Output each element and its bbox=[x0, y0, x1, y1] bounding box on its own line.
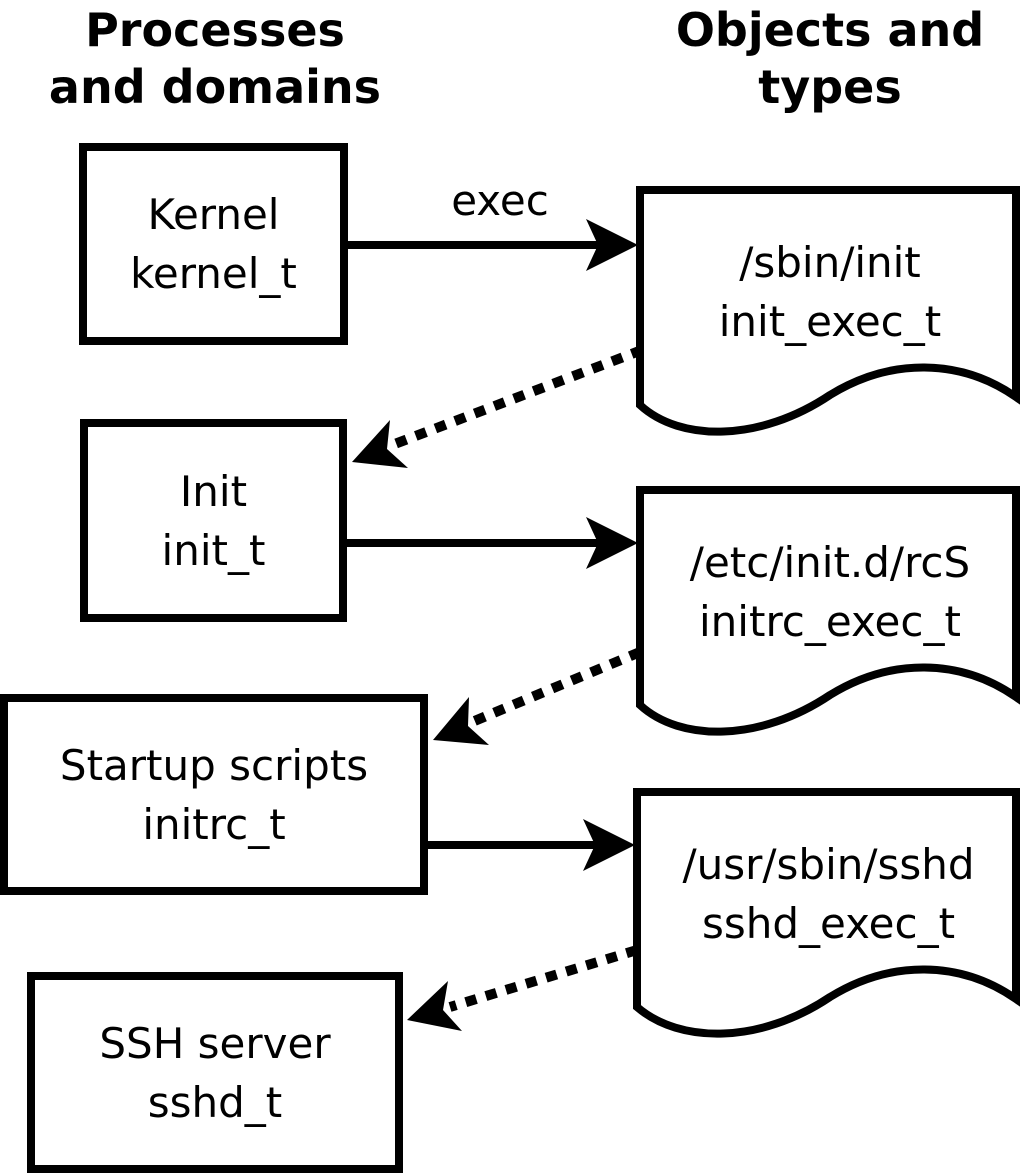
process-box-kernel-label: Kernel kernel_t bbox=[130, 190, 297, 298]
document-shape-etc-initd-rcs bbox=[636, 486, 1020, 736]
exec-edge-label: exec bbox=[451, 176, 549, 225]
exec-arrow-startup-to-usr-sbin-sshd bbox=[428, 819, 635, 871]
document-sbin-init: /sbin/init init_exec_t bbox=[644, 196, 1016, 388]
document-shape-sbin-init bbox=[636, 186, 1020, 436]
column-header-objects-and-types: Objects and types bbox=[675, 3, 985, 114]
document-usr-sbin-sshd-label: /usr/sbin/sshd sshd_exec_t bbox=[682, 840, 975, 948]
exec-arrow-kernel-to-sbin-init bbox=[348, 219, 638, 271]
exec-arrow-init-to-etc-initd-rcs bbox=[347, 517, 638, 569]
process-box-ssh-server: SSH server sshd_t bbox=[27, 972, 403, 1173]
document-sbin-init-label: /sbin/init init_exec_t bbox=[718, 238, 942, 346]
document-shape-usr-sbin-sshd bbox=[633, 788, 1020, 1038]
transition-arrow-sbin-init-to-init bbox=[352, 345, 644, 468]
transition-arrow-usr-sbin-sshd-to-ssh bbox=[407, 945, 639, 1031]
process-box-startup-scripts-label: Startup scripts initrc_t bbox=[59, 740, 369, 849]
process-box-init-label: Init init_t bbox=[161, 466, 266, 575]
column-header-processes-and-domains: Processes and domains bbox=[48, 3, 382, 114]
process-box-ssh-server-label: SSH server sshd_t bbox=[99, 1018, 331, 1127]
process-box-init: Init init_t bbox=[80, 419, 347, 622]
process-box-kernel: Kernel kernel_t bbox=[79, 143, 348, 345]
transition-arrow-etc-initd-rcs-to-startup bbox=[433, 647, 642, 745]
process-box-startup-scripts: Startup scripts initrc_t bbox=[0, 694, 428, 895]
document-usr-sbin-sshd: /usr/sbin/sshd sshd_exec_t bbox=[641, 798, 1016, 990]
document-etc-initd-rcs-label: /etc/init.d/rcS initrc_exec_t bbox=[689, 538, 971, 646]
document-etc-initd-rcs: /etc/init.d/rcS initrc_exec_t bbox=[644, 496, 1016, 688]
